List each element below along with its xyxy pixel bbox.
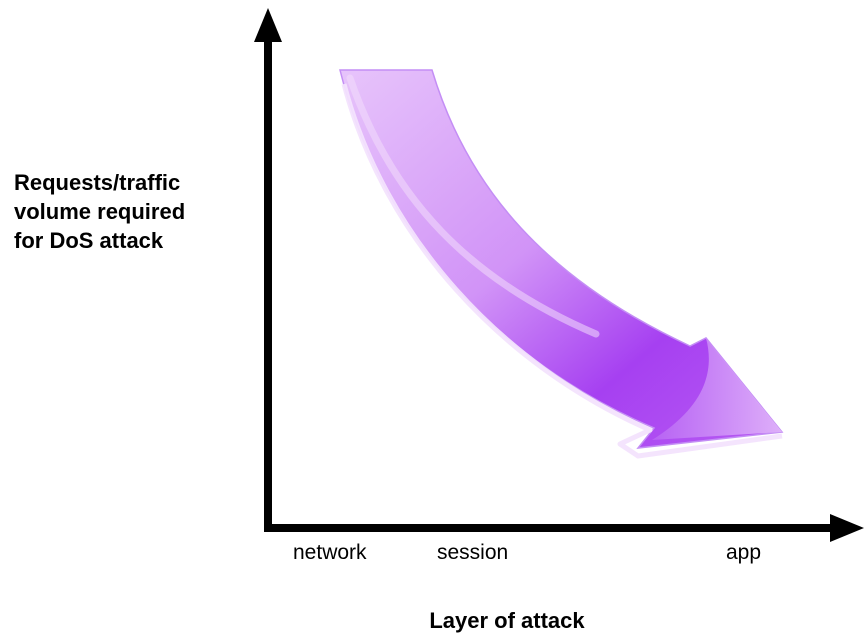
x-tick-app: app	[726, 541, 762, 564]
y-axis-label-line-3: for DoS attack	[14, 228, 164, 253]
x-axis	[264, 514, 864, 542]
x-tick-session: session	[437, 541, 509, 564]
x-axis-arrowhead	[830, 514, 864, 542]
y-axis-label-line-1: Requests/traffic	[14, 170, 181, 195]
x-axis-label: Layer of attack	[429, 608, 585, 633]
y-axis	[254, 8, 282, 528]
x-tick-network: network	[293, 541, 367, 564]
decreasing-trend-arrow	[339, 69, 784, 459]
y-axis-label: Requests/traffic volume required for DoS…	[14, 168, 254, 255]
y-axis-arrowhead	[254, 8, 282, 42]
y-axis-label-line-2: volume required	[14, 199, 186, 224]
